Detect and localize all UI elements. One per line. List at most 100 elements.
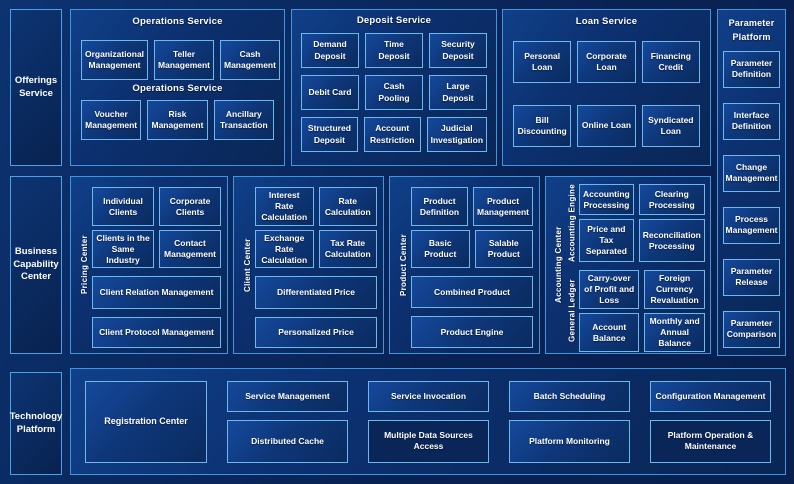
- client-center-vlabel: Client Center: [243, 238, 252, 292]
- box-individual-clients: Individual Clients: [92, 187, 154, 227]
- box-reconciliation-processing: Reconciliation Processing: [638, 219, 705, 262]
- deposit-row-3: Structured Deposit Account Restriction J…: [301, 117, 488, 152]
- box-batch-scheduling: Batch Scheduling: [509, 380, 630, 412]
- accounting-engine-section: Accounting Engine Accounting Processing …: [565, 184, 705, 262]
- operations-service-title: Operations Service: [132, 16, 223, 27]
- box-distributed-cache: Distributed Cache: [227, 419, 348, 463]
- general-ledger-section: General Ledger Carry-over of Profit and …: [565, 270, 705, 353]
- accounting-engine-grid: Accounting Processing Clearing Processin…: [579, 184, 705, 262]
- box-parameter-definition: Parameter Definition: [723, 50, 780, 88]
- box-large-deposit: Large Deposit: [429, 75, 487, 110]
- box-client-protocol-management: Client Protocol Management: [92, 316, 221, 348]
- box-personalized-price: Personalized Price: [255, 316, 377, 348]
- group-product-center: Product Center Product Definition Produc…: [389, 176, 540, 354]
- box-ancillary-transaction: Ancillary Transaction: [213, 100, 274, 140]
- product-row-1: Product Definition Product Management: [411, 187, 533, 227]
- box-financing-credit: Financing Credit: [641, 41, 700, 83]
- box-judicial-investigation: Judicial Investigation: [426, 117, 488, 152]
- box-change-management: Change Management: [723, 154, 780, 192]
- pricing-row-1: Individual Clients Corporate Clients: [92, 187, 221, 227]
- box-platform-monitoring: Platform Monitoring: [509, 419, 630, 463]
- pricing-center-vlabel: Pricing Center: [80, 235, 89, 295]
- operations-service-subtitle: Operations Service: [132, 83, 223, 94]
- box-platform-operation-maintenance: Platform Operation & Maintenance: [650, 419, 771, 463]
- box-differentiated-price: Differentiated Price: [255, 276, 377, 309]
- box-teller-management: Teller Management: [154, 40, 214, 80]
- box-clearing-processing: Clearing Processing: [638, 184, 705, 216]
- box-parameter-comparison: Parameter Comparison: [723, 310, 780, 348]
- box-registration-center: Registration Center: [85, 380, 207, 463]
- box-voucher-management: Voucher Management: [81, 100, 142, 140]
- client-row-1: Interest Rate Calculation Rate Calculati…: [255, 187, 377, 227]
- box-service-management: Service Management: [227, 380, 348, 412]
- panel-deposit-service: Deposit Service Demand Deposit Time Depo…: [291, 9, 497, 166]
- panel-loan-service: Loan Service Personal Loan Corporate Loa…: [502, 9, 711, 166]
- box-product-management: Product Management: [473, 187, 533, 227]
- rail-offerings-service: Offerings Service: [10, 9, 62, 166]
- accounting-center-vlabel: Accounting Center: [554, 226, 563, 304]
- box-time-deposit: Time Deposit: [365, 33, 423, 68]
- box-security-deposit: Security Deposit: [429, 33, 487, 68]
- box-salable-product: Salable Product: [474, 230, 533, 268]
- box-service-invocation: Service Invocation: [368, 380, 489, 412]
- box-account-restriction: Account Restriction: [363, 117, 421, 152]
- deposit-row-2: Debit Card Cash Pooling Large Deposit: [301, 75, 487, 110]
- panel-operations-service: Operations Service Organizational Manage…: [70, 9, 285, 166]
- box-online-loan: Online Loan: [577, 105, 636, 147]
- panel-technology-platform: Registration Center Service Management S…: [70, 368, 786, 475]
- box-price-and-tax-separated: Price and Tax Separated: [579, 219, 634, 262]
- product-center-vlabel: Product Center: [399, 234, 408, 296]
- deposit-row-1: Demand Deposit Time Deposit Security Dep…: [301, 33, 487, 68]
- loan-service-title: Loan Service: [575, 16, 638, 27]
- box-configuration-management: Configuration Management: [650, 380, 771, 412]
- rail-business-capability-center: Business Capability Center: [10, 176, 62, 354]
- box-multiple-data-sources-access: Multiple Data Sources Access: [368, 419, 489, 463]
- pricing-row-2: Clients in the Same Industry Contact Man…: [92, 230, 221, 269]
- box-foreign-currency-revaluation: Foreign Currency Revaluation: [644, 270, 705, 310]
- box-bill-discounting: Bill Discounting: [513, 105, 572, 147]
- box-contact-management: Contact Management: [159, 230, 221, 269]
- box-exchange-rate-calculation: Exchange Rate Calculation: [255, 230, 314, 269]
- box-structured-deposit: Structured Deposit: [301, 117, 358, 152]
- box-combined-product: Combined Product: [411, 275, 533, 309]
- general-ledger-grid: Carry-over of Profit and Loss Foreign Cu…: [579, 270, 705, 353]
- box-debit-card: Debit Card: [301, 75, 359, 110]
- box-process-management: Process Management: [723, 206, 780, 244]
- group-client-center: Client Center Interest Rate Calculation …: [233, 176, 384, 354]
- box-product-engine: Product Engine: [411, 316, 533, 349]
- technology-grid: Service Management Service Invocation Ba…: [227, 380, 771, 463]
- client-row-2: Exchange Rate Calculation Tax Rate Calcu…: [255, 230, 377, 269]
- box-monthly-annual-balance: Monthly and Annual Balance: [644, 313, 705, 353]
- loan-row-2: Bill Discounting Online Loan Syndicated …: [513, 105, 700, 147]
- box-personal-loan: Personal Loan: [513, 41, 572, 83]
- box-parameter-release: Parameter Release: [723, 258, 780, 296]
- box-syndicated-loan: Syndicated Loan: [641, 105, 700, 147]
- panel-parameter-platform: Parameter Platform Parameter Definition …: [717, 9, 786, 356]
- box-cash-management: Cash Management: [220, 40, 280, 80]
- box-corporate-loan: Corporate Loan: [577, 41, 636, 83]
- rail-technology-platform: Technology Platform: [10, 372, 62, 475]
- box-carry-over-profit-loss: Carry-over of Profit and Loss: [579, 270, 640, 310]
- operations-row-2: Voucher Management Risk Management Ancil…: [81, 100, 274, 140]
- box-clients-same-industry: Clients in the Same Industry: [92, 230, 154, 269]
- accounting-engine-vlabel: Accounting Engine: [567, 184, 577, 262]
- box-accounting-processing: Accounting Processing: [579, 184, 634, 216]
- parameter-platform-title: Parameter Platform: [728, 18, 775, 43]
- deposit-service-title: Deposit Service: [356, 15, 432, 26]
- box-organizational-management: Organizational Management: [81, 40, 149, 80]
- general-ledger-vlabel: General Ledger: [567, 279, 577, 342]
- box-product-definition: Product Definition: [411, 187, 469, 227]
- operations-row-1: Organizational Management Teller Managem…: [81, 40, 280, 80]
- box-interest-rate-calculation: Interest Rate Calculation: [255, 187, 314, 227]
- group-accounting-center: Accounting Center Accounting Engine Acco…: [545, 176, 711, 354]
- product-row-2: Basic Product Salable Product: [411, 230, 533, 268]
- box-tax-rate-calculation: Tax Rate Calculation: [318, 230, 377, 269]
- box-interface-definition: Interface Definition: [723, 102, 780, 140]
- box-corporate-clients: Corporate Clients: [159, 187, 221, 227]
- box-risk-management: Risk Management: [147, 100, 208, 140]
- box-account-balance: Account Balance: [579, 313, 640, 353]
- box-basic-product: Basic Product: [411, 230, 470, 268]
- box-client-relation-management: Client Relation Management: [92, 276, 221, 309]
- box-cash-pooling: Cash Pooling: [365, 75, 423, 110]
